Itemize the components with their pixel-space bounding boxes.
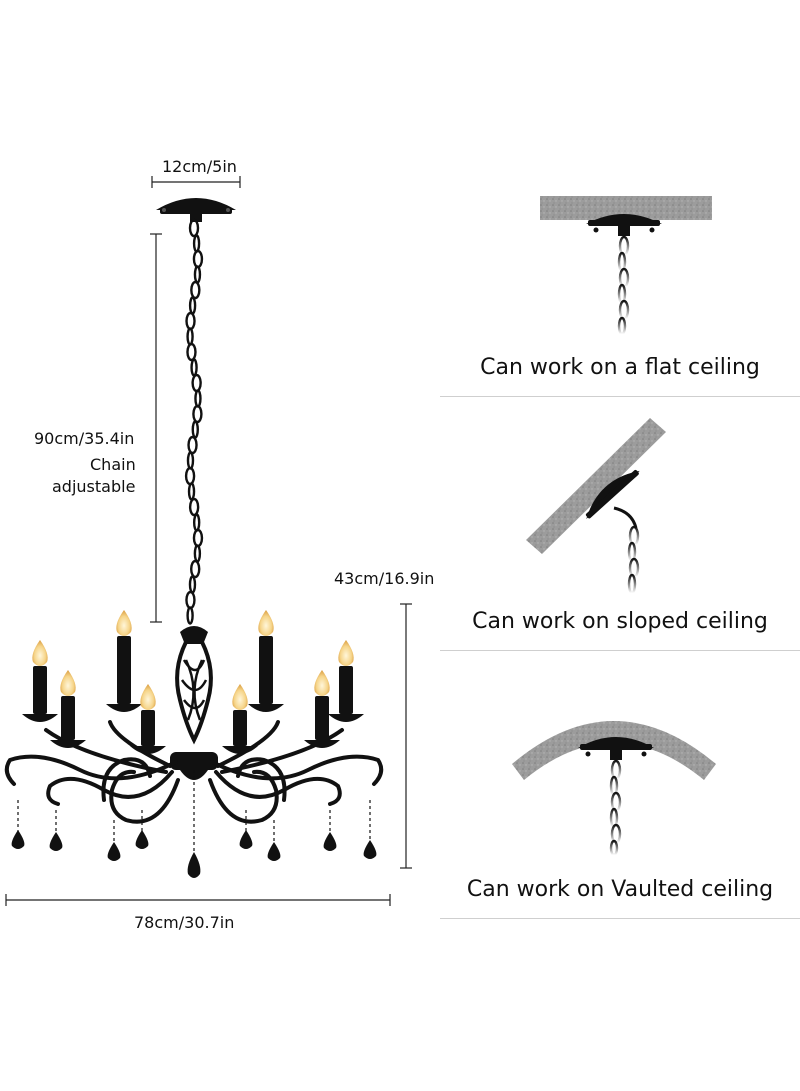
- divider: [440, 650, 800, 651]
- candle: [106, 610, 142, 712]
- chain-link: [192, 528, 204, 548]
- flame: [232, 684, 248, 710]
- chain-link: [190, 559, 201, 579]
- chain-link: [187, 482, 196, 501]
- canopy-width-label: 12cm/5in: [162, 157, 237, 176]
- chain-link: [194, 389, 202, 408]
- chandelier-illustration: [4, 198, 384, 878]
- dimension-body-height-line: [400, 603, 412, 869]
- candle: [50, 670, 86, 748]
- candle: [222, 684, 258, 754]
- flat-ceiling-icon: [540, 196, 712, 336]
- divider: [440, 396, 800, 397]
- chain-length-label: 90cm/35.4in: [34, 429, 135, 448]
- chain-link: [188, 575, 197, 594]
- flat-ceiling-caption: Can work on a flat ceiling: [480, 355, 760, 380]
- flame: [314, 670, 330, 696]
- dimension-body-width-line: [5, 894, 391, 906]
- crystal: [11, 800, 25, 849]
- chain-link: [185, 590, 196, 610]
- chain-link: [188, 497, 200, 517]
- sloped-ceiling-icon: [526, 418, 666, 595]
- chain-link: [188, 296, 197, 315]
- candle: [304, 670, 340, 748]
- crystal: [267, 820, 281, 861]
- hanging-crystals: [11, 800, 377, 861]
- chain-link: [190, 280, 201, 300]
- chain-link: [192, 513, 201, 532]
- sloped-ceiling-caption: Can work on sloped ceiling: [472, 609, 768, 634]
- crystal: [363, 800, 377, 859]
- candle: [328, 640, 364, 722]
- flame: [116, 610, 132, 636]
- chain-link: [192, 404, 203, 424]
- crystal: [107, 820, 121, 861]
- chain-link: [186, 342, 197, 362]
- vaulted-ceiling-icon: [512, 721, 716, 857]
- chain-link: [193, 265, 202, 284]
- chain-link: [184, 466, 196, 486]
- flame: [140, 684, 156, 710]
- canopy: [156, 198, 236, 222]
- body-width-label: 78cm/30.7in: [134, 913, 235, 932]
- chain-link: [186, 327, 194, 346]
- chain-link: [191, 373, 202, 393]
- candle-arms: [22, 610, 364, 754]
- central-column: [170, 626, 218, 878]
- candle: [130, 684, 166, 754]
- arms: [4, 720, 384, 824]
- flame: [338, 640, 354, 666]
- crystal: [323, 810, 337, 851]
- chain-note-line1: Chain: [90, 455, 136, 474]
- chain-link: [186, 606, 194, 625]
- chain-link: [192, 234, 201, 253]
- chain-link: [187, 435, 198, 455]
- chain-link: [190, 358, 198, 377]
- flame: [60, 670, 76, 696]
- flame: [32, 640, 48, 666]
- chain: [184, 218, 204, 625]
- candle: [248, 610, 284, 712]
- crystal: [49, 810, 63, 851]
- chain-link: [193, 544, 202, 563]
- chain-link: [191, 420, 199, 439]
- vaulted-ceiling-caption: Can work on Vaulted ceiling: [466, 877, 774, 902]
- flame: [258, 610, 274, 636]
- crystal: [239, 810, 253, 849]
- chain-link: [192, 249, 204, 269]
- chain-link: [186, 451, 195, 470]
- dimension-canopy-width-line: [151, 176, 241, 188]
- chain-link: [188, 218, 200, 238]
- divider: [440, 918, 800, 919]
- dimension-chain-length-line: [150, 233, 162, 623]
- chain-note-line2: adjustable: [52, 477, 136, 496]
- chain-link: [185, 311, 196, 331]
- body-height-label: 43cm/16.9in: [334, 569, 435, 588]
- candle: [22, 640, 58, 722]
- crystal: [135, 810, 149, 849]
